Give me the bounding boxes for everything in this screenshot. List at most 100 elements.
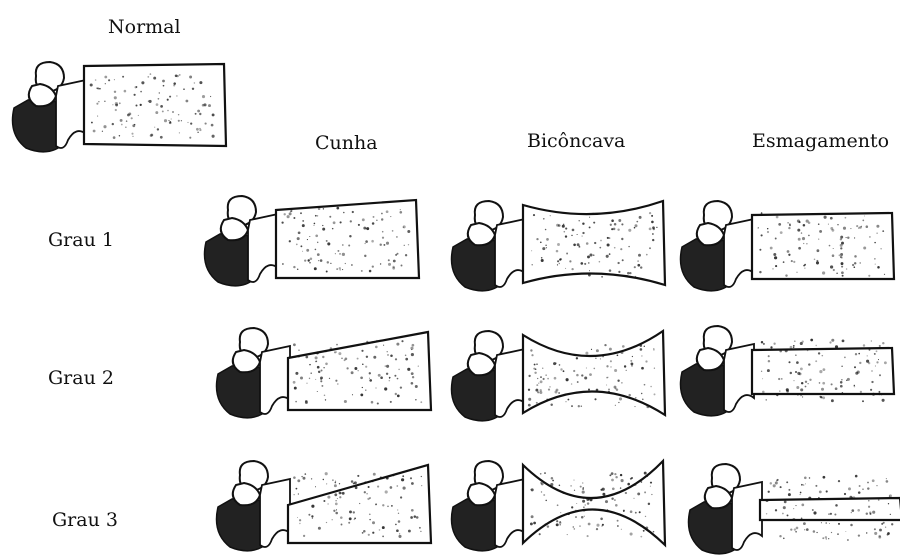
- bone-texture-dot: [650, 482, 652, 484]
- bone-texture-dot: [300, 245, 302, 247]
- bone-texture-dot: [349, 517, 352, 520]
- bone-texture-dot: [628, 246, 629, 247]
- bone-texture-dot: [787, 222, 789, 224]
- bone-texture-dot: [810, 339, 813, 342]
- bone-texture-dot: [801, 232, 802, 233]
- bone-texture-dot: [571, 235, 572, 236]
- bone-texture-dot: [614, 223, 617, 226]
- bone-texture-dot: [617, 520, 619, 522]
- bone-texture-dot: [335, 253, 336, 254]
- bone-texture-dot: [579, 246, 580, 247]
- bone-texture-dot: [312, 518, 313, 519]
- bone-texture-dot: [309, 378, 310, 379]
- bone-texture-dot: [800, 394, 802, 396]
- bone-texture-dot: [531, 488, 534, 491]
- bone-texture-dot: [793, 345, 795, 347]
- vertebra-cunha-grau-1: [198, 190, 423, 290]
- bone-texture-dot: [352, 211, 354, 213]
- bone-texture-dot: [557, 504, 559, 506]
- bone-texture-dot: [134, 94, 136, 96]
- bone-texture-dot: [335, 512, 338, 515]
- bone-texture-dot: [625, 492, 627, 494]
- bone-texture-dot: [366, 341, 368, 343]
- bone-texture-dot: [822, 396, 825, 399]
- bone-texture-dot: [882, 230, 884, 232]
- bone-texture-dot: [376, 340, 377, 341]
- bone-texture-dot: [833, 269, 835, 271]
- bone-texture-dot: [329, 378, 330, 379]
- bone-texture-dot: [645, 360, 647, 362]
- bone-texture-dot: [528, 404, 531, 407]
- bone-texture-dot: [837, 533, 839, 535]
- bone-texture-dot: [359, 503, 360, 504]
- bone-texture-dot: [344, 400, 347, 403]
- bone-texture-dot: [829, 341, 831, 343]
- bone-texture-dot: [590, 391, 591, 392]
- bone-texture-dot: [868, 500, 870, 502]
- bone-texture-dot: [652, 233, 654, 235]
- bone-texture-dot: [317, 253, 320, 256]
- bone-texture-dot: [570, 485, 572, 487]
- bone-texture-dot: [309, 364, 311, 366]
- bone-texture-dot: [589, 253, 592, 256]
- vertebra-esmagamento-grau-2: [674, 320, 899, 420]
- bone-texture-dot: [801, 382, 803, 384]
- bone-texture-dot: [528, 375, 530, 377]
- bone-texture-dot: [314, 353, 315, 354]
- row-header-grau-1: Grau 1: [48, 229, 114, 251]
- pedicle: [495, 479, 525, 547]
- bone-texture-dot: [800, 367, 803, 370]
- bone-texture-dot: [351, 480, 354, 483]
- bone-texture-dot: [813, 530, 816, 533]
- bone-texture-dot: [528, 389, 530, 391]
- bone-texture-dot: [349, 510, 352, 513]
- bone-texture-dot: [296, 488, 298, 490]
- bone-texture-dot: [372, 481, 373, 482]
- bone-texture-dot: [782, 214, 784, 216]
- bone-texture-dot: [365, 228, 366, 229]
- bone-texture-dot: [136, 86, 138, 88]
- bone-texture-dot: [813, 511, 816, 514]
- bone-texture-dot: [852, 264, 854, 266]
- bone-texture-dot: [402, 475, 404, 477]
- bone-texture-dot: [401, 265, 403, 267]
- bone-texture-dot: [411, 509, 414, 512]
- bone-texture-dot: [875, 365, 876, 366]
- bone-texture-dot: [847, 378, 850, 381]
- bone-texture-dot: [577, 234, 578, 235]
- bone-texture-dot: [405, 355, 407, 357]
- bone-texture-dot: [789, 223, 791, 225]
- bone-texture-dot: [803, 243, 804, 244]
- bone-texture-dot: [805, 483, 806, 484]
- bone-texture-dot: [588, 274, 591, 277]
- bone-texture-dot: [796, 527, 799, 530]
- bone-texture-dot: [808, 363, 810, 365]
- bone-texture-dot: [388, 263, 391, 266]
- bone-texture-dot: [348, 522, 350, 524]
- pedicle: [495, 349, 525, 417]
- bone-texture-dot: [372, 521, 375, 524]
- bone-texture-dot: [195, 113, 197, 115]
- bone-texture-dot: [614, 473, 616, 475]
- pedicle: [732, 482, 762, 550]
- bone-texture-dot: [97, 116, 98, 117]
- bone-texture-dot: [761, 341, 763, 343]
- bone-texture-dot: [293, 343, 296, 346]
- bone-texture-dot: [606, 255, 609, 258]
- bone-texture-dot: [403, 487, 406, 490]
- bone-texture-dot: [588, 389, 590, 391]
- bone-texture-dot: [371, 240, 374, 243]
- bone-texture-dot: [786, 390, 789, 393]
- bone-texture-dot: [388, 259, 390, 261]
- bone-texture-dot: [880, 248, 881, 249]
- bone-texture-dot: [876, 233, 877, 234]
- bone-texture-dot: [326, 240, 328, 242]
- bone-texture-dot: [886, 478, 887, 479]
- bone-texture-dot: [806, 243, 807, 244]
- bone-texture-dot: [571, 268, 573, 270]
- bone-texture-dot: [589, 270, 590, 271]
- bone-texture-dot: [329, 216, 331, 218]
- bone-texture-dot: [322, 228, 325, 231]
- bone-texture-dot: [386, 242, 389, 245]
- bone-texture-dot: [410, 477, 412, 479]
